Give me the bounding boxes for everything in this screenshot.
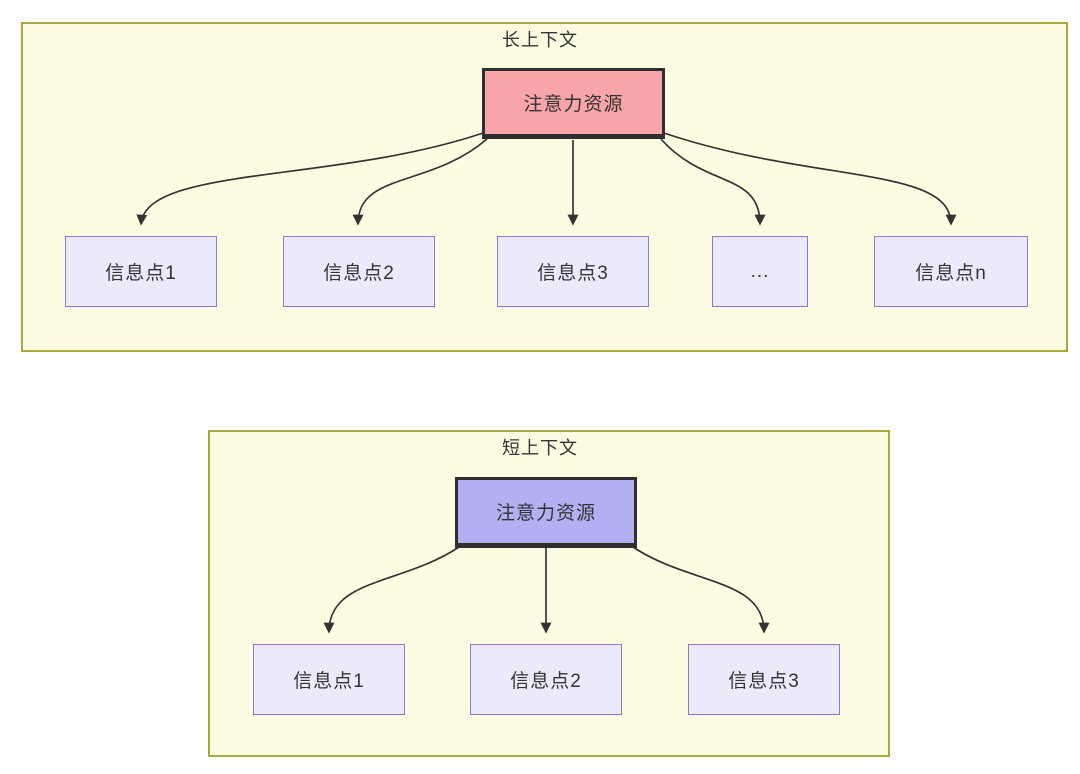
info-point-ellipsis-box: ... <box>712 236 808 307</box>
info-point-box: 信息点3 <box>688 644 840 715</box>
short-context-title: 短上下文 <box>502 438 578 458</box>
info-point-box: 信息点1 <box>253 644 405 715</box>
info-point-box: 信息点2 <box>470 644 622 715</box>
info-point-box: 信息点n <box>874 236 1028 307</box>
info-point-box: 信息点3 <box>497 236 649 307</box>
info-point-box: 信息点1 <box>65 236 217 307</box>
attention-resource-box-long: 注意力资源 <box>482 68 665 139</box>
attention-resource-box-short: 注意力资源 <box>455 477 637 548</box>
long-context-title: 长上下文 <box>502 30 578 50</box>
info-point-box: 信息点2 <box>283 236 435 307</box>
